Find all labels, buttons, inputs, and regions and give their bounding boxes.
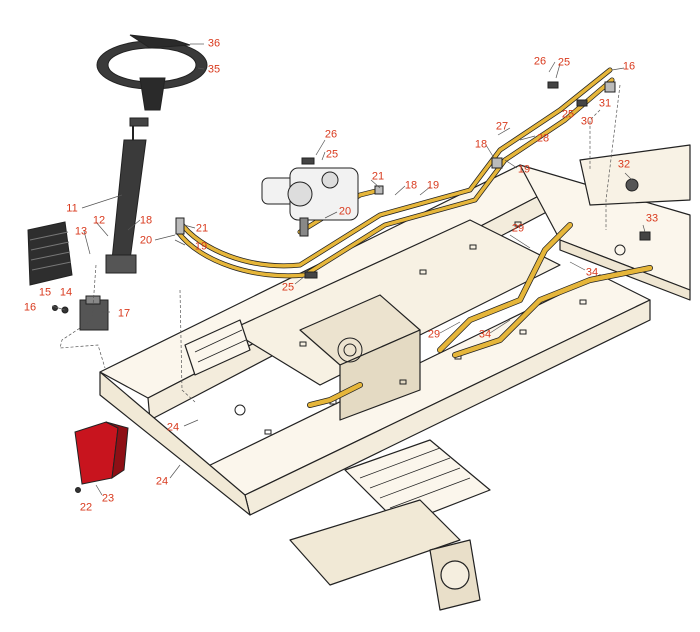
callout-23: 23 (101, 492, 115, 505)
callout-33: 33 (645, 212, 659, 225)
callout-25: 25 (281, 281, 295, 294)
callout-29: 29 (427, 328, 441, 341)
callout-12: 12 (92, 214, 106, 227)
callout-13: 13 (74, 225, 88, 238)
footrest-grille (194, 329, 471, 509)
leader-lines (51, 43, 646, 496)
callout-18: 18 (139, 214, 153, 227)
callout-16: 16 (622, 60, 636, 73)
hydraulic-pump (261, 167, 359, 237)
callout-20: 20 (139, 234, 153, 247)
hydraulic-hoses (175, 67, 653, 408)
callout-26: 26 (324, 128, 338, 141)
callout-30: 30 (580, 115, 594, 128)
callout-19: 19 (517, 163, 531, 176)
callout-25: 25 (557, 56, 571, 69)
callout-26: 26 (533, 55, 547, 68)
main-frame (99, 144, 691, 611)
callout-19: 19 (426, 179, 440, 192)
steering-assembly (96, 34, 208, 274)
callout-14: 14 (59, 286, 73, 299)
callout-32: 32 (617, 158, 631, 171)
callout-16: 16 (23, 301, 37, 314)
callout-22: 22 (79, 501, 93, 514)
callout-27: 27 (495, 120, 509, 133)
frame-holes (234, 221, 626, 435)
callout-34: 34 (585, 266, 599, 279)
callout-21: 21 (195, 222, 209, 235)
highlighted-bracket-part (74, 421, 129, 493)
callout-24: 24 (155, 475, 169, 488)
callout-18: 18 (404, 179, 418, 192)
callout-25: 25 (561, 108, 575, 121)
callout-20: 20 (338, 205, 352, 218)
callout-25: 25 (325, 148, 339, 161)
callout-18: 18 (474, 138, 488, 151)
rubber-boot (27, 221, 73, 286)
steering-valve (52, 295, 109, 331)
callout-15: 15 (38, 286, 52, 299)
callout-24: 24 (166, 421, 180, 434)
callout-36: 36 (207, 37, 221, 50)
callout-17: 17 (117, 307, 131, 320)
callout-28: 28 (536, 132, 550, 145)
callout-19: 19 (194, 240, 208, 253)
fittings (175, 81, 651, 279)
callout-21: 21 (371, 170, 385, 183)
callout-29: 29 (511, 222, 525, 235)
callout-35: 35 (207, 63, 221, 76)
callout-31: 31 (598, 97, 612, 110)
callout-34: 34 (478, 328, 492, 341)
callout-11: 11 (66, 202, 78, 215)
